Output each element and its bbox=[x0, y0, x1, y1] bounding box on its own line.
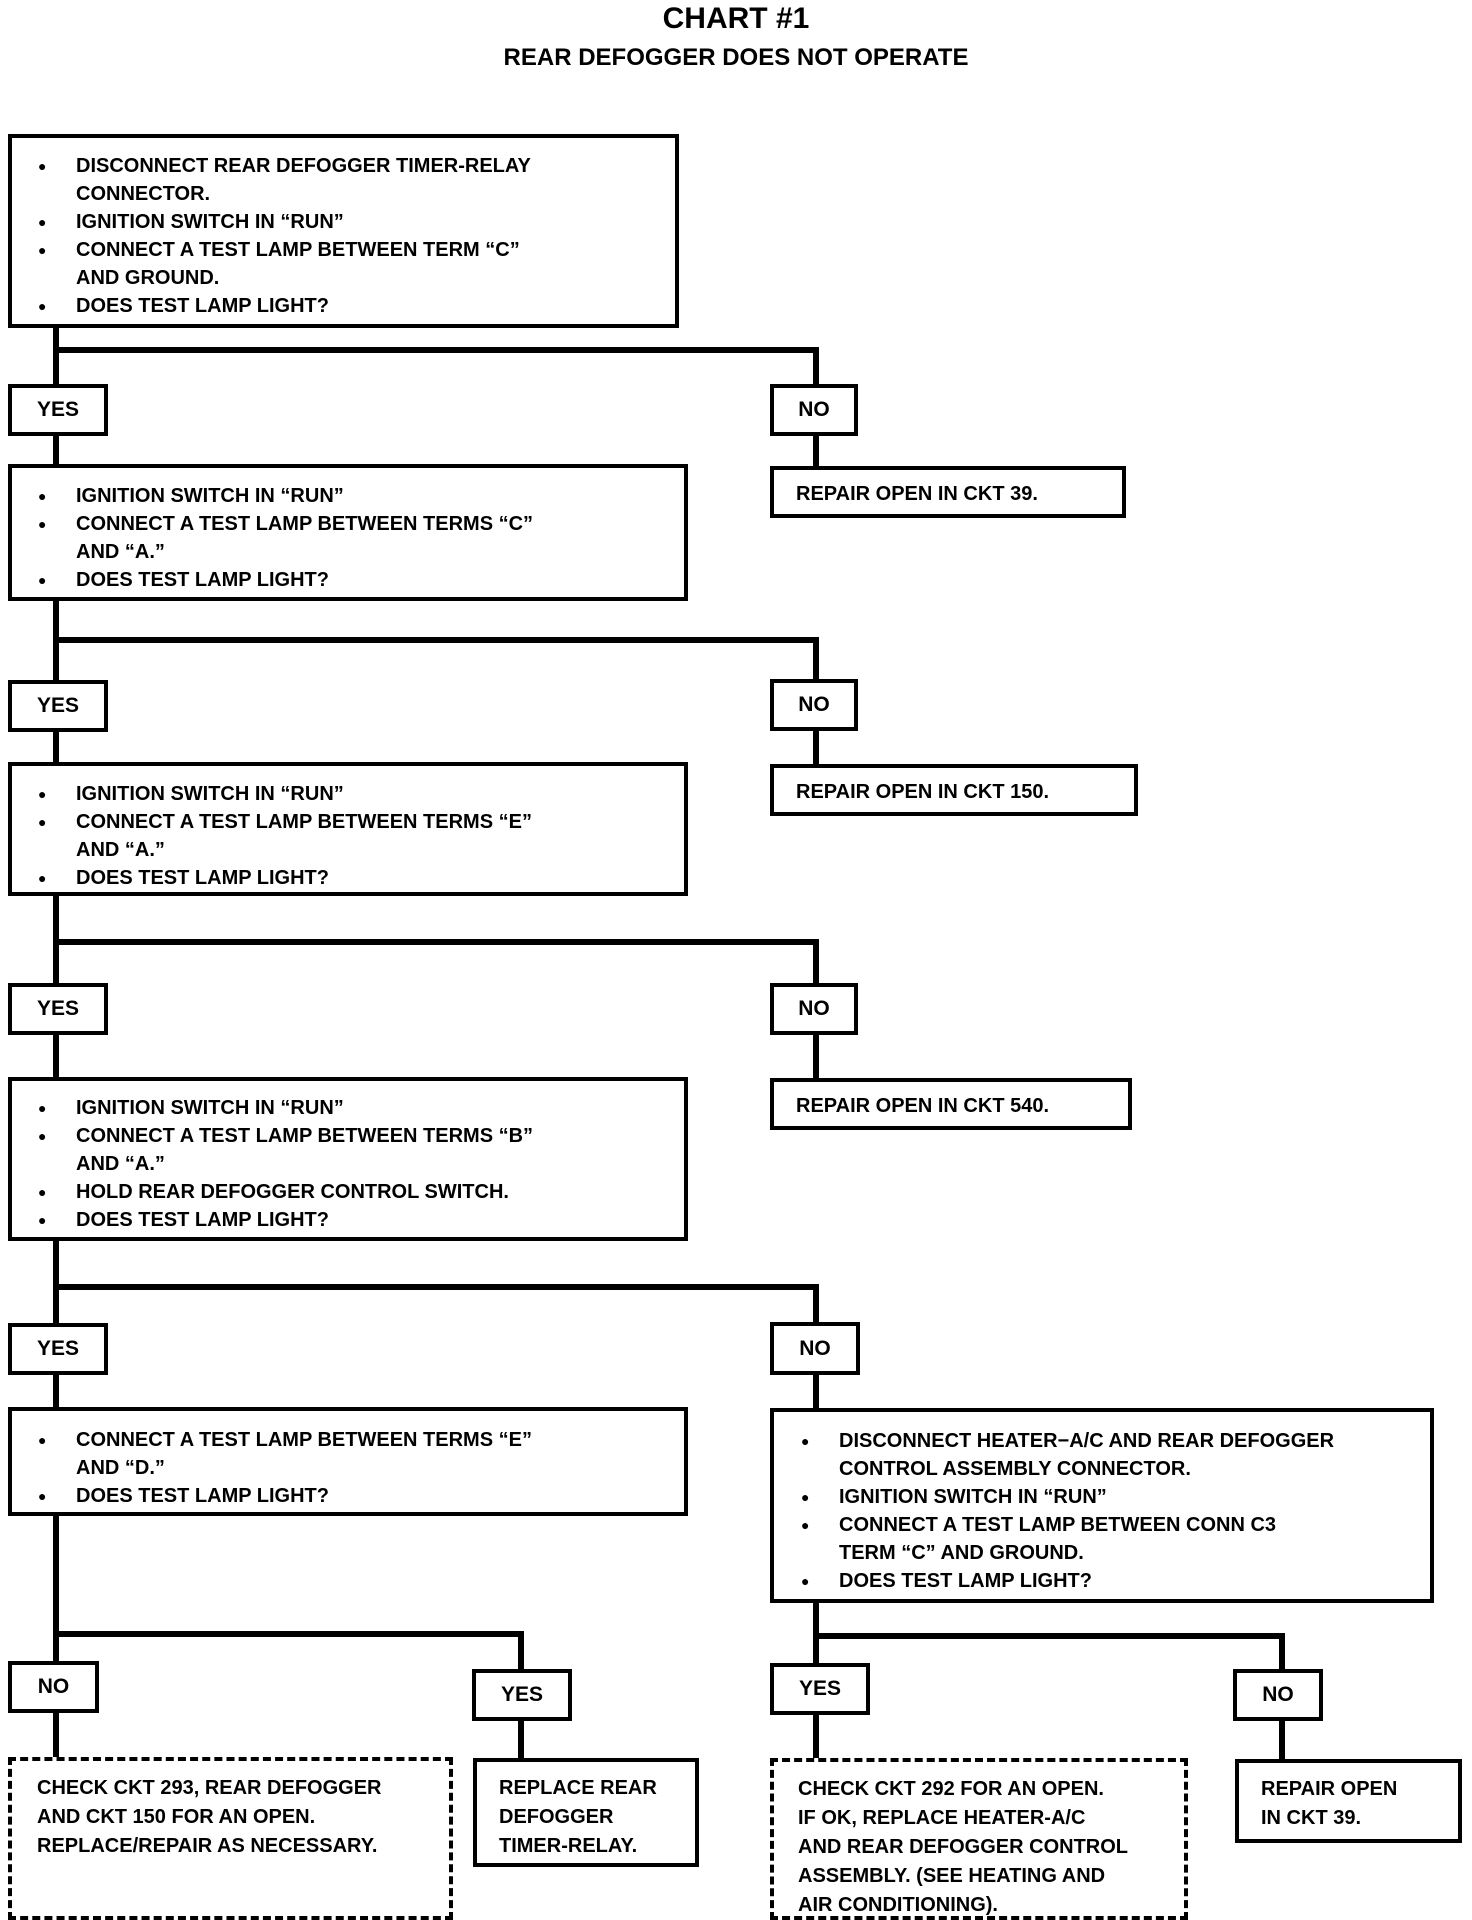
step-2-box: IGNITION SWITCH IN “RUN” CONNECT A TEST … bbox=[8, 464, 688, 601]
result-repair-ckt-39-text: REPAIR OPEN IN CKT 39. bbox=[1261, 1778, 1398, 1829]
step-3-no-result: REPAIR OPEN IN CKT 540. bbox=[770, 1078, 1132, 1130]
step-6-item: CONNECT A TEST LAMP BETWEEN CONN C3 TERM… bbox=[779, 1511, 1420, 1567]
result-replace-timer-relay-text: REPLACE REAR DEFOGGER TIMER-RELAY. bbox=[499, 1777, 657, 1857]
chart-title: CHART #1 bbox=[662, 2, 810, 35]
step-3-item: IGNITION SWITCH IN “RUN” bbox=[16, 780, 674, 808]
step-1-item: IGNITION SWITCH IN “RUN” bbox=[16, 208, 665, 236]
step-1-item: DISCONNECT REAR DEFOGGER TIMER-RELAY CON… bbox=[16, 152, 665, 208]
step-2-no-label: NO bbox=[770, 679, 858, 731]
step-5-box: CONNECT A TEST LAMP BETWEEN TERMS “E” AN… bbox=[8, 1407, 688, 1516]
step-5-no-label: NO bbox=[8, 1661, 99, 1713]
step-4-no-label: NO bbox=[770, 1322, 860, 1375]
step-3-item: CONNECT A TEST LAMP BETWEEN TERMS “E” AN… bbox=[16, 808, 674, 864]
step-1-no-result: REPAIR OPEN IN CKT 39. bbox=[770, 466, 1126, 518]
connector-step1 bbox=[53, 325, 819, 387]
step-4-item: DOES TEST LAMP LIGHT? bbox=[16, 1206, 674, 1234]
step-1-no-result-text: REPAIR OPEN IN CKT 39. bbox=[796, 483, 1038, 505]
step-6-item: DISCONNECT HEATER−A/C AND REAR DEFOGGER … bbox=[779, 1427, 1420, 1483]
step-4-yes-label: YES bbox=[8, 1323, 108, 1375]
result-replace-timer-relay: REPLACE REAR DEFOGGER TIMER-RELAY. bbox=[473, 1758, 699, 1867]
step-5-item: CONNECT A TEST LAMP BETWEEN TERMS “E” AN… bbox=[16, 1426, 674, 1482]
step-4-box: IGNITION SWITCH IN “RUN” CONNECT A TEST … bbox=[8, 1077, 688, 1241]
result-check-ckt-293: CHECK CKT 293, REAR DEFOGGER AND CKT 150… bbox=[8, 1757, 453, 1920]
step-3-box: IGNITION SWITCH IN “RUN” CONNECT A TEST … bbox=[8, 762, 688, 896]
step-2-no-result: REPAIR OPEN IN CKT 150. bbox=[770, 764, 1138, 816]
step-3-yes-label: YES bbox=[8, 983, 108, 1035]
step-6-yes-label: YES bbox=[770, 1663, 870, 1715]
step-4-item: IGNITION SWITCH IN “RUN” bbox=[16, 1094, 674, 1122]
step-1-item: DOES TEST LAMP LIGHT? bbox=[16, 292, 665, 320]
step-5-yes-label: YES bbox=[472, 1669, 572, 1721]
step-1-item: CONNECT A TEST LAMP BETWEEN TERM “C” AND… bbox=[16, 236, 665, 292]
step-2-item: CONNECT A TEST LAMP BETWEEN TERMS “C” AN… bbox=[16, 510, 674, 566]
step-2-item: IGNITION SWITCH IN “RUN” bbox=[16, 482, 674, 510]
step-1-no-label: NO bbox=[770, 384, 858, 436]
step-4-item: HOLD REAR DEFOGGER CONTROL SWITCH. bbox=[16, 1178, 674, 1206]
result-check-ckt-292: CHECK CKT 292 FOR AN OPEN. IF OK, REPLAC… bbox=[770, 1758, 1188, 1920]
connector-step4 bbox=[53, 1238, 819, 1325]
step-3-no-label: NO bbox=[770, 983, 858, 1035]
chart-subtitle: REAR DEFOGGER DOES NOT OPERATE bbox=[503, 44, 969, 71]
step-4-list: IGNITION SWITCH IN “RUN” CONNECT A TEST … bbox=[16, 1094, 674, 1234]
step-3-list: IGNITION SWITCH IN “RUN” CONNECT A TEST … bbox=[16, 780, 674, 892]
step-2-no-result-text: REPAIR OPEN IN CKT 150. bbox=[796, 781, 1050, 803]
step-1-yes-label: YES bbox=[8, 384, 108, 436]
step-3-no-result-text: REPAIR OPEN IN CKT 540. bbox=[796, 1095, 1050, 1117]
step-2-yes-label: YES bbox=[8, 680, 108, 732]
step-6-item: DOES TEST LAMP LIGHT? bbox=[779, 1567, 1420, 1595]
step-2-item: DOES TEST LAMP LIGHT? bbox=[16, 566, 674, 594]
step-6-box: DISCONNECT HEATER−A/C AND REAR DEFOGGER … bbox=[770, 1408, 1434, 1603]
result-check-ckt-293-text: CHECK CKT 293, REAR DEFOGGER AND CKT 150… bbox=[37, 1777, 382, 1857]
step-1-list: DISCONNECT REAR DEFOGGER TIMER-RELAY CON… bbox=[16, 152, 665, 320]
step-5-item: DOES TEST LAMP LIGHT? bbox=[16, 1482, 674, 1510]
step-3-item: DOES TEST LAMP LIGHT? bbox=[16, 864, 674, 892]
step-6-item: IGNITION SWITCH IN “RUN” bbox=[779, 1483, 1420, 1511]
step-6-no-label: NO bbox=[1233, 1669, 1323, 1721]
step-6-list: DISCONNECT HEATER−A/C AND REAR DEFOGGER … bbox=[779, 1427, 1420, 1595]
step-2-list: IGNITION SWITCH IN “RUN” CONNECT A TEST … bbox=[16, 482, 674, 594]
connector-step3 bbox=[53, 893, 819, 986]
connector-step5 bbox=[53, 1513, 524, 1672]
step-1-box: DISCONNECT REAR DEFOGGER TIMER-RELAY CON… bbox=[8, 134, 679, 328]
result-repair-ckt-39: REPAIR OPEN IN CKT 39. bbox=[1235, 1759, 1462, 1843]
step-5-list: CONNECT A TEST LAMP BETWEEN TERMS “E” AN… bbox=[16, 1426, 674, 1510]
connector-step2 bbox=[53, 598, 819, 682]
step-4-item: CONNECT A TEST LAMP BETWEEN TERMS “B” AN… bbox=[16, 1122, 674, 1178]
connector-step6 bbox=[813, 1600, 1285, 1672]
result-check-ckt-292-text: CHECK CKT 292 FOR AN OPEN. IF OK, REPLAC… bbox=[798, 1778, 1128, 1916]
